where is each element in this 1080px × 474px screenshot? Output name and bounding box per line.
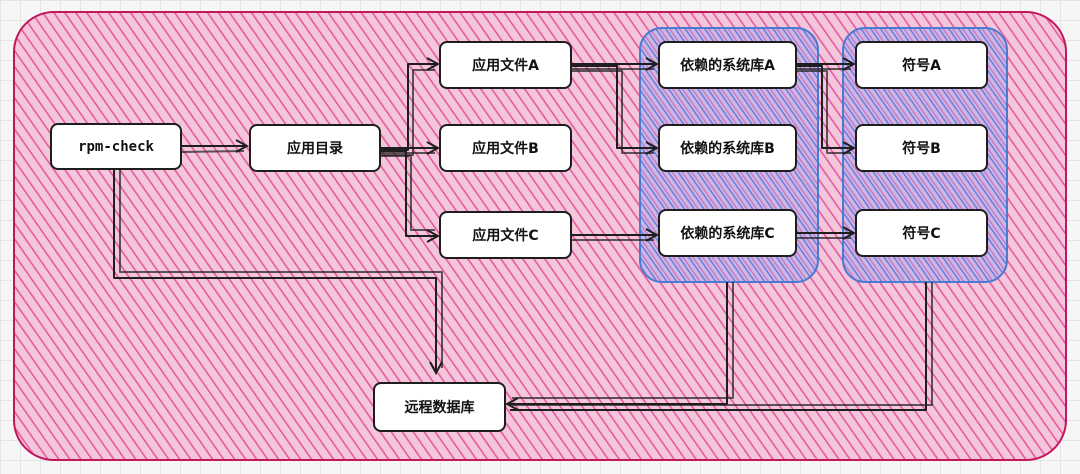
arrow-symbols-to-remote-db-2	[512, 282, 933, 406]
node-app-file-b: 应用文件B	[439, 124, 572, 172]
arrow-symbols-to-remote-db	[510, 282, 927, 411]
arrow-libs-to-remote-db-2	[512, 282, 734, 399]
arrow-lib-a-to-sym-b	[797, 65, 853, 148]
arrow-dir-to-file-c-2	[381, 155, 435, 231]
node-symbol-b: 符号B	[855, 124, 988, 172]
node-remote-database: 远程数据库	[373, 382, 506, 432]
arrow-file-a-to-lib-b-2	[572, 70, 654, 154]
arrow-lib-a-to-sym-b-2	[797, 70, 851, 154]
arrow-dir-to-file-c	[381, 150, 437, 236]
node-symbol-c: 符号C	[855, 209, 988, 257]
arrow-rpm-to-dir-b	[181, 150, 245, 153]
arrow-rpm-to-remote-db-2	[119, 170, 443, 368]
arrow-file-a-to-lib-b	[572, 65, 656, 148]
node-system-lib-b: 依赖的系统库B	[658, 124, 797, 172]
node-symbol-a: 符号A	[855, 41, 988, 89]
node-system-lib-a: 依赖的系统库A	[658, 41, 797, 89]
node-system-lib-c: 依赖的系统库C	[658, 209, 797, 257]
node-rpm-check: rpm-check	[50, 123, 182, 170]
node-app-file-a: 应用文件A	[439, 41, 572, 89]
node-app-file-c: 应用文件C	[439, 211, 572, 259]
node-app-directory: 应用目录	[249, 124, 381, 172]
arrow-rpm-to-remote-db	[113, 170, 436, 372]
